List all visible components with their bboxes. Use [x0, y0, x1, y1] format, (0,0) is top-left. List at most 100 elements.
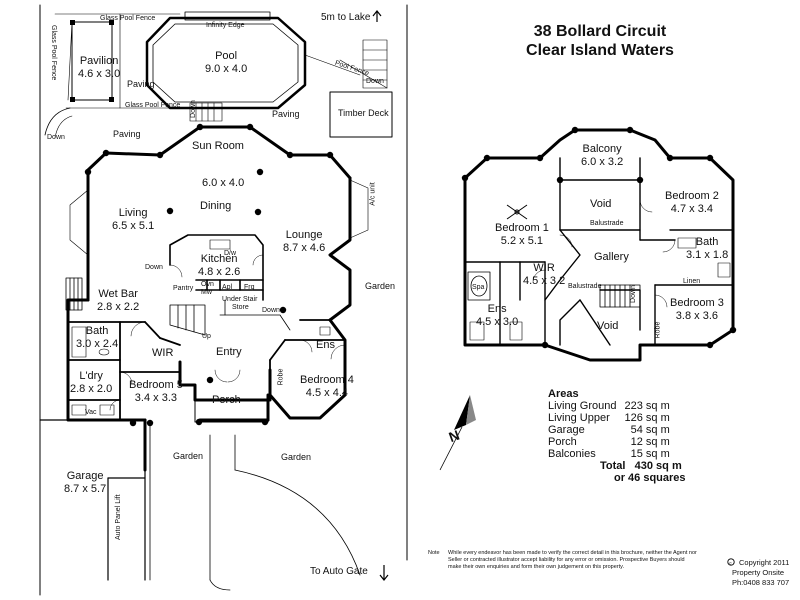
dining-label: Dining: [200, 200, 232, 212]
copyright-icon: c: [727, 558, 735, 566]
garage-dim: 8.7 x 5.7: [64, 482, 107, 495]
pool-stairs: [189, 102, 223, 122]
wir-label-upper: WIR 4.5 x 3.2: [523, 262, 565, 287]
laundry-dim: 2.8 x 2.0: [70, 382, 113, 395]
areas-total-value: 430 sq m: [634, 460, 682, 472]
bedroom2-name: Bedroom 2: [665, 190, 719, 202]
ground-stairs: [169, 299, 291, 336]
laundry-name: L'dry: [79, 370, 103, 382]
bedroom5-label: Bedroom 5 3.4 x 3.3: [129, 379, 183, 404]
auto-panel-lift-label: Auto Panel Lift: [115, 494, 122, 540]
bedroom3-label: Bedroom 3 3.8 x 3.6: [670, 297, 724, 322]
kitchen-name: Kitchen: [200, 253, 238, 265]
store-label: Store: [232, 304, 249, 311]
gallery-label: Gallery: [594, 251, 629, 263]
east-wing-walls: [269, 319, 346, 396]
up-label: Up: [202, 333, 211, 340]
bedroom4-name: Bedroom 4: [300, 374, 354, 386]
to-lake-label: 5m to Lake: [321, 12, 371, 23]
boundary-lines: [39, 4, 408, 596]
bedroom2-label: Bedroom 2 4.7 x 3.4: [665, 190, 719, 215]
wet-bar-name: Wet Bar: [98, 288, 138, 300]
areas-row: Porch 12 sq m: [548, 436, 670, 448]
bath-name-upper: Bath: [695, 236, 719, 248]
paving-label-3: Paving: [113, 129, 141, 139]
living-dim: 6.5 x 5.1: [112, 219, 155, 232]
ens-name-upper: Ens: [487, 303, 507, 315]
wir-label-ground: WIR: [152, 347, 174, 359]
title-line-1: 38 Bollard Circuit: [533, 23, 667, 40]
bedroom4-dim: 4.5 x 4.4: [305, 386, 348, 399]
areas-total: Total 430 sq m: [600, 460, 686, 472]
dishwasher-label: D/w: [224, 250, 237, 257]
copyright-line-2: Property Onsite: [732, 567, 785, 577]
areas-row-label: Porch: [548, 436, 577, 448]
bedroom1-label: Bedroom 1 5.2 x 5.1: [495, 222, 549, 247]
areas-row-label: Living Ground: [548, 400, 617, 412]
vac-label: Vac: [85, 409, 97, 416]
lake-stairs: [339, 39, 388, 89]
areas-row-value: 126 sq m: [624, 412, 670, 424]
pool-label: Pool 9.0 x 4.0: [205, 50, 247, 75]
down-label-lake: Down: [366, 78, 384, 85]
lounge-label: Lounge 8.7 x 4.6: [283, 229, 325, 254]
wir-dim-upper: 4.5 x 3.2: [523, 274, 566, 287]
bath-dim-upper: 3.1 x 1.8: [686, 248, 729, 261]
robe-label-upper: Robe: [654, 321, 662, 339]
down-label-lounge: Down: [262, 307, 280, 314]
bedroom5-dim: 3.4 x 3.3: [134, 391, 177, 404]
pool-outline: [145, 16, 307, 110]
glass-fence-label-top: Glass Pool Fence: [100, 15, 156, 22]
bedroom3-name: Bedroom 3: [670, 297, 724, 309]
copyright-block: Copyright 2011 Property Onsite Ph:0408 8…: [732, 558, 789, 587]
entry-label: Entry: [216, 346, 242, 358]
bay-windows: [69, 179, 369, 256]
areas-row-label: Balconies: [548, 448, 596, 460]
bedroom5-name: Bedroom 5: [129, 379, 183, 391]
bath-dim-ground: 3.0 x 2.4: [76, 337, 119, 350]
void-label-bottom: Void: [597, 320, 619, 332]
upper-door-swings: [532, 199, 676, 308]
balcony-name: Balcony: [582, 143, 622, 155]
driveway-lines: [149, 424, 361, 591]
areas-row-value: 54 sq m: [630, 424, 670, 436]
ceiling-fan-icon: [506, 204, 528, 220]
bath-name-ground: Bath: [85, 325, 109, 337]
timber-deck-outline: [329, 91, 393, 138]
to-auto-gate-label: To Auto Gate: [310, 566, 368, 577]
up-arrow-icon: [372, 10, 382, 22]
fridge-label: Frg: [244, 284, 255, 291]
note-key: Note: [428, 550, 440, 556]
spa-label: Spa: [472, 284, 485, 291]
living-label: Living 6.5 x 5.1: [112, 207, 154, 232]
paving-label-1: Paving: [127, 79, 155, 89]
garage-name: Garage: [66, 470, 104, 482]
garage-walls: [39, 419, 146, 581]
upper-stairs: [599, 284, 641, 308]
under-stair-label: Under Stair: [222, 296, 258, 303]
down-label-upper: Down: [629, 285, 637, 303]
garage-label: Garage 8.7 x 5.7: [64, 470, 106, 495]
linen-label: Linen: [683, 278, 701, 285]
door-swings: [109, 254, 346, 411]
svg-text:c: c: [729, 560, 732, 565]
down-arrow-icon: [379, 565, 389, 581]
areas-row-value: 12 sq m: [630, 436, 670, 448]
copyright-line-1: Copyright 2011: [739, 558, 790, 567]
garden-label-mid: Garden: [281, 452, 312, 462]
garden-label-left: Garden: [173, 451, 204, 461]
property-title: 38 Bollard Circuit Clear Island Waters: [500, 22, 700, 60]
bath-label-ground: Bath 3.0 x 2.4: [76, 325, 118, 350]
north-arrow-icon: [439, 395, 476, 471]
porch-label: Porch: [212, 394, 241, 406]
kitchen-walls: [169, 234, 264, 301]
pavilion-dim: 4.6 x 3.0: [78, 67, 121, 80]
ens-dim-upper: 4.5 x 3.0: [476, 315, 519, 328]
bath-label-upper: Bath 3.1 x 1.8: [686, 236, 728, 261]
ac-unit-label: A/c unit: [369, 182, 377, 206]
bedroom1-dim: 5.2 x 5.1: [500, 234, 543, 247]
